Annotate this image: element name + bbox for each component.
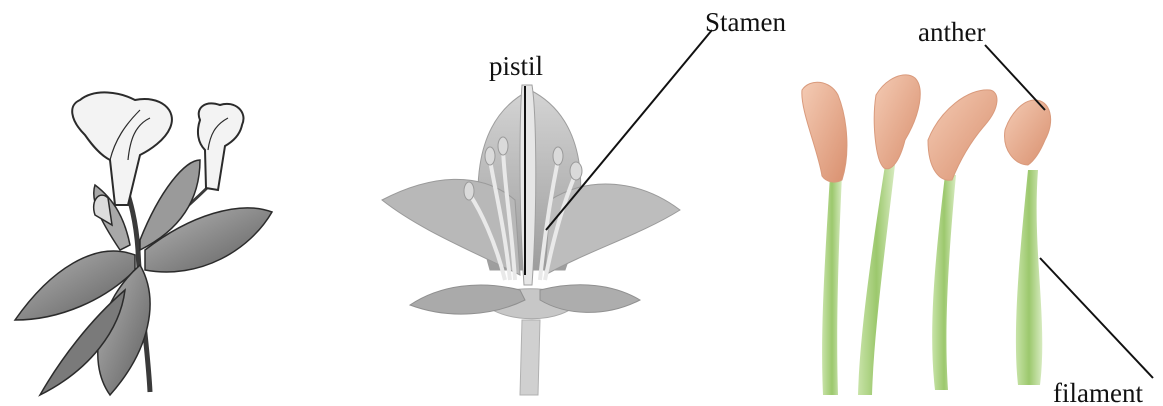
- stamen-label: Stamen: [705, 7, 786, 37]
- anther-shape: [802, 82, 847, 182]
- filament-label: filament: [1053, 378, 1143, 406]
- filament-shape: [932, 175, 956, 390]
- filament-shape: [1016, 170, 1042, 385]
- anther-shape: [874, 75, 920, 169]
- filament-shape: [822, 175, 842, 395]
- filament-leader-line: [1040, 258, 1153, 378]
- anther-shape: [928, 90, 997, 180]
- flower-cross-section: [382, 85, 680, 395]
- plant-sketch: [15, 92, 272, 395]
- pistil-label: pistil: [489, 51, 543, 81]
- stamens-group: [802, 75, 1051, 395]
- filament-shape: [858, 165, 895, 395]
- anther-label: anther: [918, 17, 985, 47]
